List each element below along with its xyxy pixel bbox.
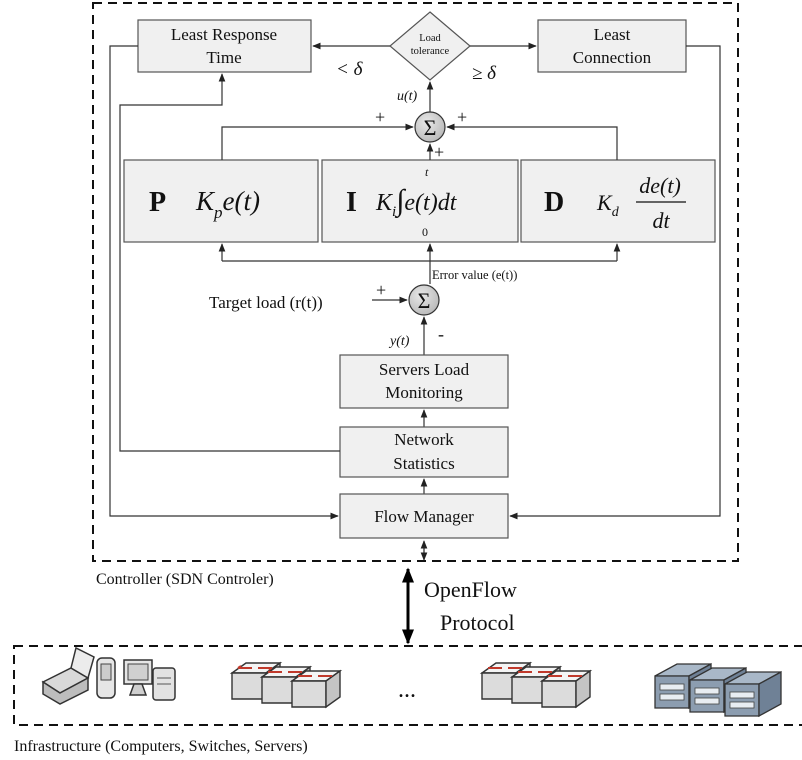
ellipsis: ... [398,677,416,703]
y-t-label: y(t) [388,334,410,349]
network-stats-line2: Statistics [393,454,454,473]
plus-bottom: + [434,142,444,162]
controller-frame [92,2,739,562]
openflow-line1: OpenFlow [424,577,517,602]
flow-manager-box: Flow Manager [339,493,509,539]
d-letter: D [544,187,564,218]
least-response-time-box: Least Response Time [137,19,312,73]
servers-load-monitoring-box: Servers Load Monitoring [339,354,509,409]
i-formula: Ki∫e(t)dt [375,184,458,220]
d-box: D Kd de(t) dt [520,159,716,243]
controller-caption: Controller (SDN Controler) [96,571,274,588]
stats-to-least-response [119,73,340,452]
network-stats-line1: Network [394,430,454,449]
servers-icon [654,662,782,718]
least-connection-line1: Least [594,25,631,44]
load-tolerance-line1: Load [419,33,441,44]
network-statistics-box: Network Statistics [339,426,509,478]
plus-target: + [376,280,386,300]
d-denominator: dt [652,208,670,233]
ge-delta-label: ≥ δ [472,63,497,84]
least-connection-line2: Connection [573,48,652,67]
least-connection-box: Least Connection [537,19,687,73]
i-box: I Ki∫e(t)dt t 0 [321,159,519,243]
infrastructure-caption: Infrastructure (Computers, Switches, Ser… [14,738,308,755]
flow-manager-label: Flow Manager [374,507,474,526]
plus-left: + [375,107,385,127]
sum-symbol-bottom: Σ [418,288,431,313]
d-to-sum [446,123,618,160]
switches-icon [479,661,593,709]
sum-symbol-top: Σ [424,115,437,140]
target-load-label: Target load (r(t)) [209,293,323,312]
load-tolerance-line2: tolerance [411,46,450,57]
minus-y: - [438,324,444,344]
error-value-label: Error value (e(t)) [432,268,517,282]
i-lower-limit: 0 [422,225,428,239]
least-response-line2: Time [206,48,241,67]
least-response-to-flow [109,45,339,520]
load-tolerance-diamond: Load tolerance [389,11,471,81]
p-letter: P [149,187,166,218]
d-numerator: de(t) [639,173,681,198]
servers-load-line2: Monitoring [385,383,463,402]
openflow-line2: Protocol [440,610,515,635]
i-letter: I [346,187,357,218]
least-response-line1: Least Response [171,25,277,44]
p-to-sum [221,123,414,160]
u-t-label: u(t) [397,89,418,104]
sum-node-top: Σ [414,111,446,143]
lt-delta-label: < δ [336,59,364,80]
computers-icon [41,646,176,705]
sum-node-bottom: Σ [408,284,440,316]
switches-icon [229,661,343,709]
infrastructure-frame [13,645,802,726]
servers-load-line1: Servers Load [379,360,470,379]
least-connection-to-flow [509,45,721,520]
i-upper-limit: t [425,165,429,179]
plus-right: + [457,107,467,127]
p-box: P Kpe(t) [123,159,319,243]
